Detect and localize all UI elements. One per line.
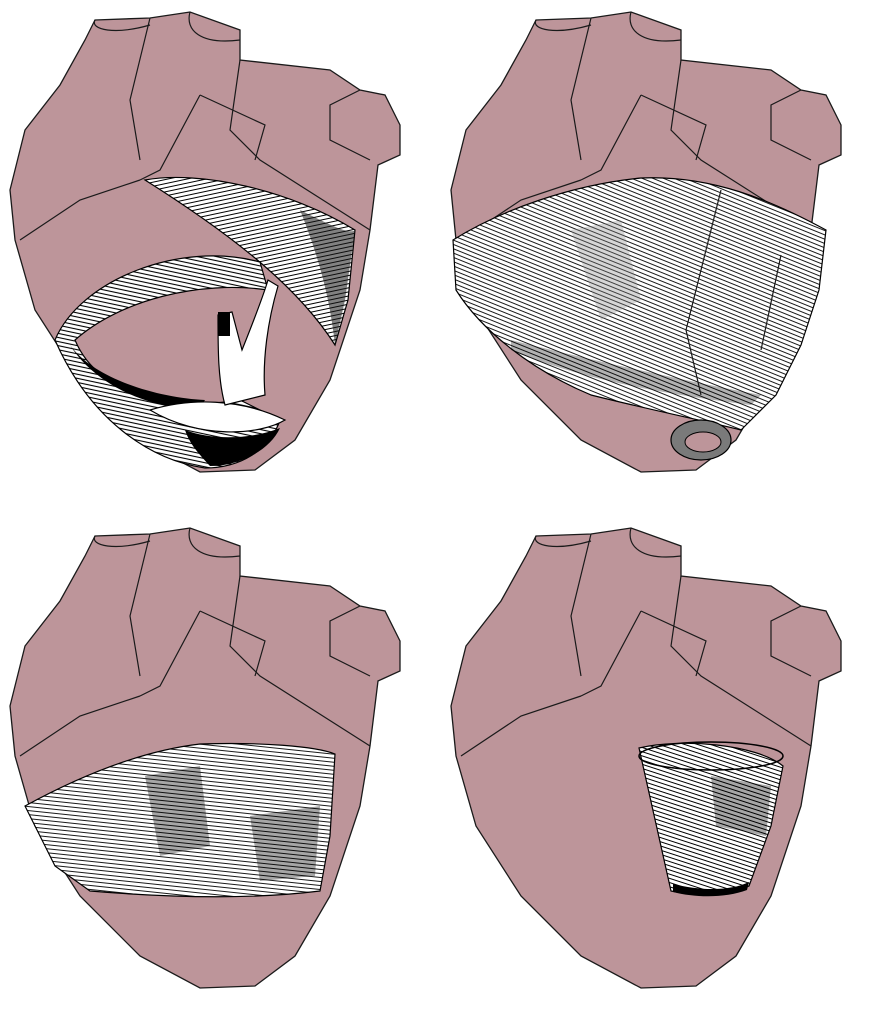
heart-panel-helical-band [0,0,441,516]
heart-panel-horizontal-band [0,516,441,1032]
apex-loop-inner [685,432,721,452]
heart-illustration-3 [0,516,441,1032]
fiber-wrap [453,178,826,430]
fiber-cut-end [218,312,230,336]
heart-illustration-2 [441,0,882,516]
fiber-band-shade-2 [250,806,320,881]
heart-panel-small-cylinder [441,516,882,1032]
heart-illustration-1 [0,0,441,516]
heart-illustration-4 [441,516,882,1032]
heart-panel-oblique-wrap [441,0,882,516]
